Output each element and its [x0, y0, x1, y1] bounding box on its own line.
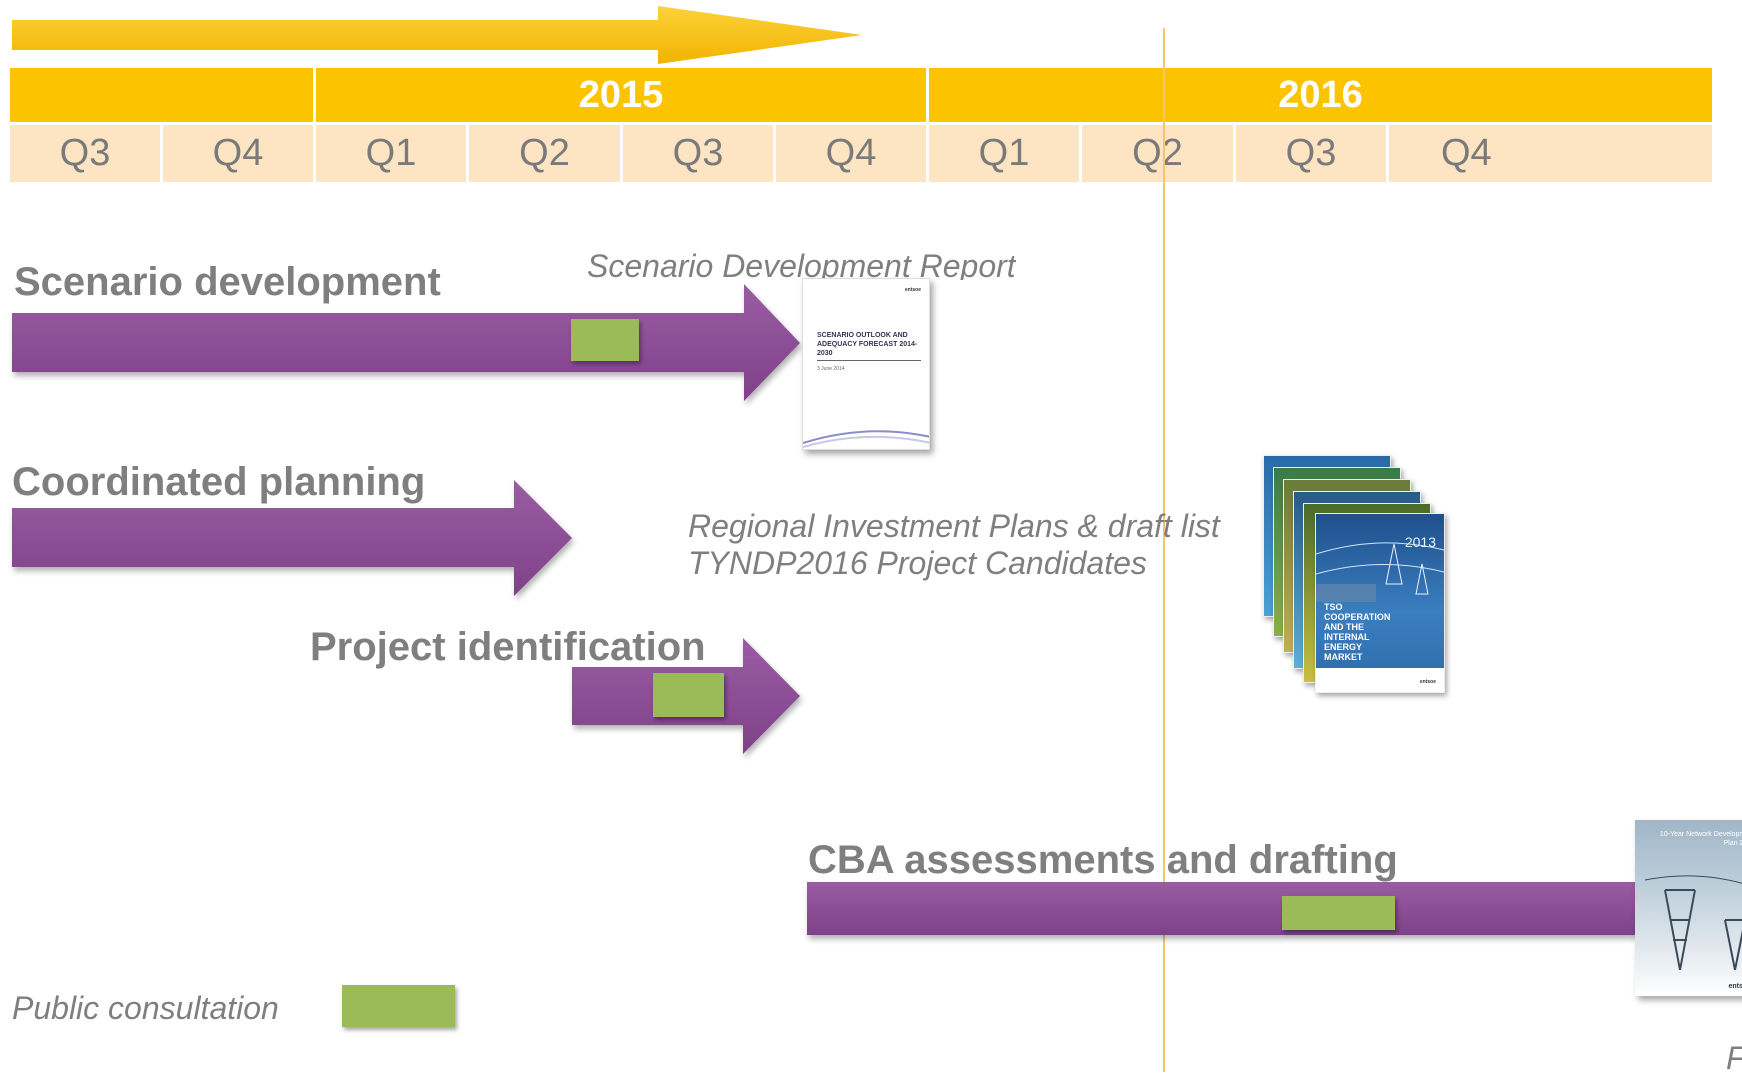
- quarter-cell: Q3: [623, 125, 776, 182]
- quarter-cell: Q4: [776, 125, 929, 182]
- pylon-decoration: [1644, 875, 1742, 970]
- quarter-cell: Q2: [1082, 125, 1236, 182]
- today-marker-line: [1163, 28, 1165, 1072]
- cover-footer: [1316, 668, 1444, 692]
- tyndp-report-thumbnail: 10-Year Network Development Plan 2014 en…: [1635, 820, 1742, 996]
- pylon-decoration: [1316, 542, 1444, 602]
- tyndp-title: 10-Year Network Development Plan 2014: [1659, 831, 1742, 847]
- scenario-development-arrow: [12, 284, 800, 401]
- regional-plans-title: TSO COOPERATION AND THE INTERNAL ENERGY …: [1324, 602, 1391, 662]
- scenario-report-date: 3 June 2014: [817, 366, 845, 372]
- cba-assessments-bar: [807, 882, 1742, 935]
- legend-label: Public consultation: [12, 990, 279, 1026]
- quarter-cell: Q3: [1236, 125, 1389, 182]
- timeline-arrow: [12, 6, 862, 64]
- entsoe-logo: entsoe: [904, 287, 921, 293]
- entsoe-logo: entsoe: [1728, 983, 1742, 990]
- year-cell-2016: 2016: [929, 68, 1712, 122]
- year-cell-2015: 2015: [316, 68, 929, 122]
- legend-consultation-swatch: [342, 985, 455, 1027]
- quarter-cell: Q3: [10, 125, 163, 182]
- quarter-cell: Q2: [469, 125, 623, 182]
- project-consultation-block: [653, 673, 724, 717]
- cba-assessments-label: CBA assessments and drafting: [808, 838, 1398, 882]
- regional-plans-stack: 2013 TSO COOPERATION AND THE INTERNAL EN…: [1263, 455, 1445, 693]
- doc-wave-decoration: [803, 430, 929, 448]
- quarter-cell: Q1: [316, 125, 469, 182]
- coordinated-planning-arrow: [12, 480, 572, 596]
- quarter-cell: Q1: [929, 125, 1082, 182]
- cba-consultation-block: [1282, 896, 1395, 930]
- year-header-row: 2015 2016: [10, 68, 1712, 122]
- title-underline: [817, 360, 921, 361]
- scenario-report-title: SCENARIO OUTLOOK AND ADEQUACY FORECAST 2…: [817, 332, 918, 357]
- entsoe-logo: entsoe: [1419, 679, 1436, 685]
- scenario-consultation-block: [571, 319, 639, 361]
- regional-plans-caption-line2: TYNDP2016 Project Candidates: [688, 545, 1147, 581]
- project-identification-label: Project identification: [310, 625, 706, 669]
- quarter-header-row: Q3 Q4 Q1 Q2 Q3 Q4 Q1 Q2 Q3 Q4: [10, 125, 1712, 182]
- regional-plans-caption-line1: Regional Investment Plans & draft list: [688, 508, 1220, 544]
- scenario-development-label: Scenario development: [14, 260, 441, 304]
- quarter-cell: Q4: [1389, 125, 1712, 182]
- scenario-report-caption: Scenario Development Report: [587, 248, 1016, 280]
- regional-plans-cover: 2013 TSO COOPERATION AND THE INTERNAL EN…: [1315, 513, 1445, 693]
- regional-plans-year: 2013: [1404, 534, 1436, 550]
- year-cell-2014: [10, 68, 316, 122]
- coordinated-planning-label: Coordinated planning: [12, 460, 426, 504]
- final-report-caption: F: [1726, 1040, 1742, 1077]
- scenario-report-thumbnail: entsoe SCENARIO OUTLOOK AND ADEQUACY FOR…: [802, 278, 930, 450]
- quarter-cell: Q4: [163, 125, 316, 182]
